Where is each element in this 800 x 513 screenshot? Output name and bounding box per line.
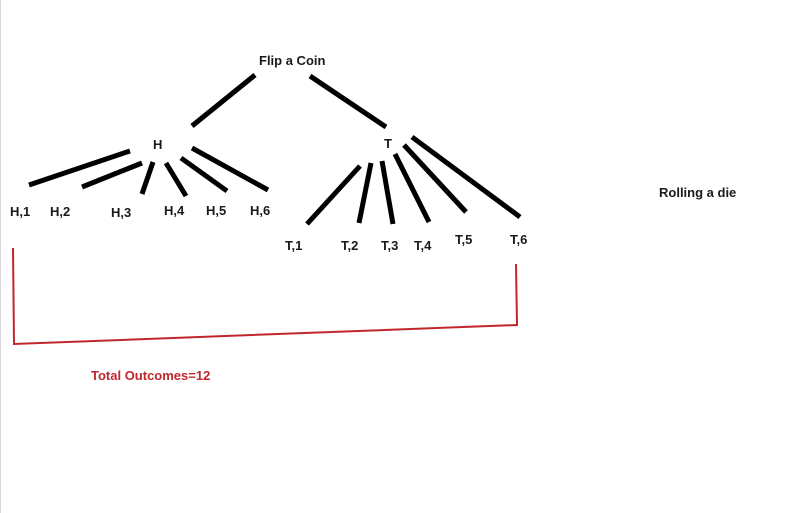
outcome-label: H,1 xyxy=(10,204,31,219)
total-bracket xyxy=(12,247,519,346)
branch-tails-to-t4 xyxy=(392,152,432,224)
left-border xyxy=(0,0,1,513)
branch-tails-to-t3 xyxy=(379,160,396,225)
branch-heads-to-h6 xyxy=(190,145,270,193)
branch-tails-to-t5 xyxy=(402,143,468,214)
outcome-label: H,2 xyxy=(50,204,71,219)
tails-node-label: T xyxy=(384,136,392,151)
outcome-label: T,2 xyxy=(341,238,359,253)
branch-heads-to-h4 xyxy=(163,161,189,198)
heads-node-label: H xyxy=(153,137,163,152)
outcome-label: H,4 xyxy=(164,203,185,218)
side-label: Rolling a die xyxy=(659,185,737,200)
outcome-label: T,6 xyxy=(510,232,528,247)
branch-root-to-tails xyxy=(308,73,388,130)
outcome-label: T,4 xyxy=(414,238,432,253)
branch-tails-to-t2 xyxy=(356,162,374,224)
outcome-label: T,3 xyxy=(381,238,399,253)
outcome-label: H,3 xyxy=(111,205,132,220)
root-label: Flip a Coin xyxy=(259,53,326,68)
outcome-label: H,6 xyxy=(250,203,271,218)
branch-heads-to-h2 xyxy=(81,160,143,190)
branch-heads-to-h1 xyxy=(28,148,131,188)
total-outcomes-label: Total Outcomes=12 xyxy=(91,368,211,383)
branch-tails-to-t1 xyxy=(305,164,362,226)
branch-heads-to-h5 xyxy=(179,155,229,194)
branch-root-to-heads xyxy=(190,73,257,128)
branch-tails-to-t6 xyxy=(410,134,522,220)
outcome-label: T,5 xyxy=(455,232,473,247)
branch-heads-to-h3 xyxy=(139,161,156,195)
outcome-label: H,5 xyxy=(206,203,227,218)
outcome-label: T,1 xyxy=(285,238,303,253)
